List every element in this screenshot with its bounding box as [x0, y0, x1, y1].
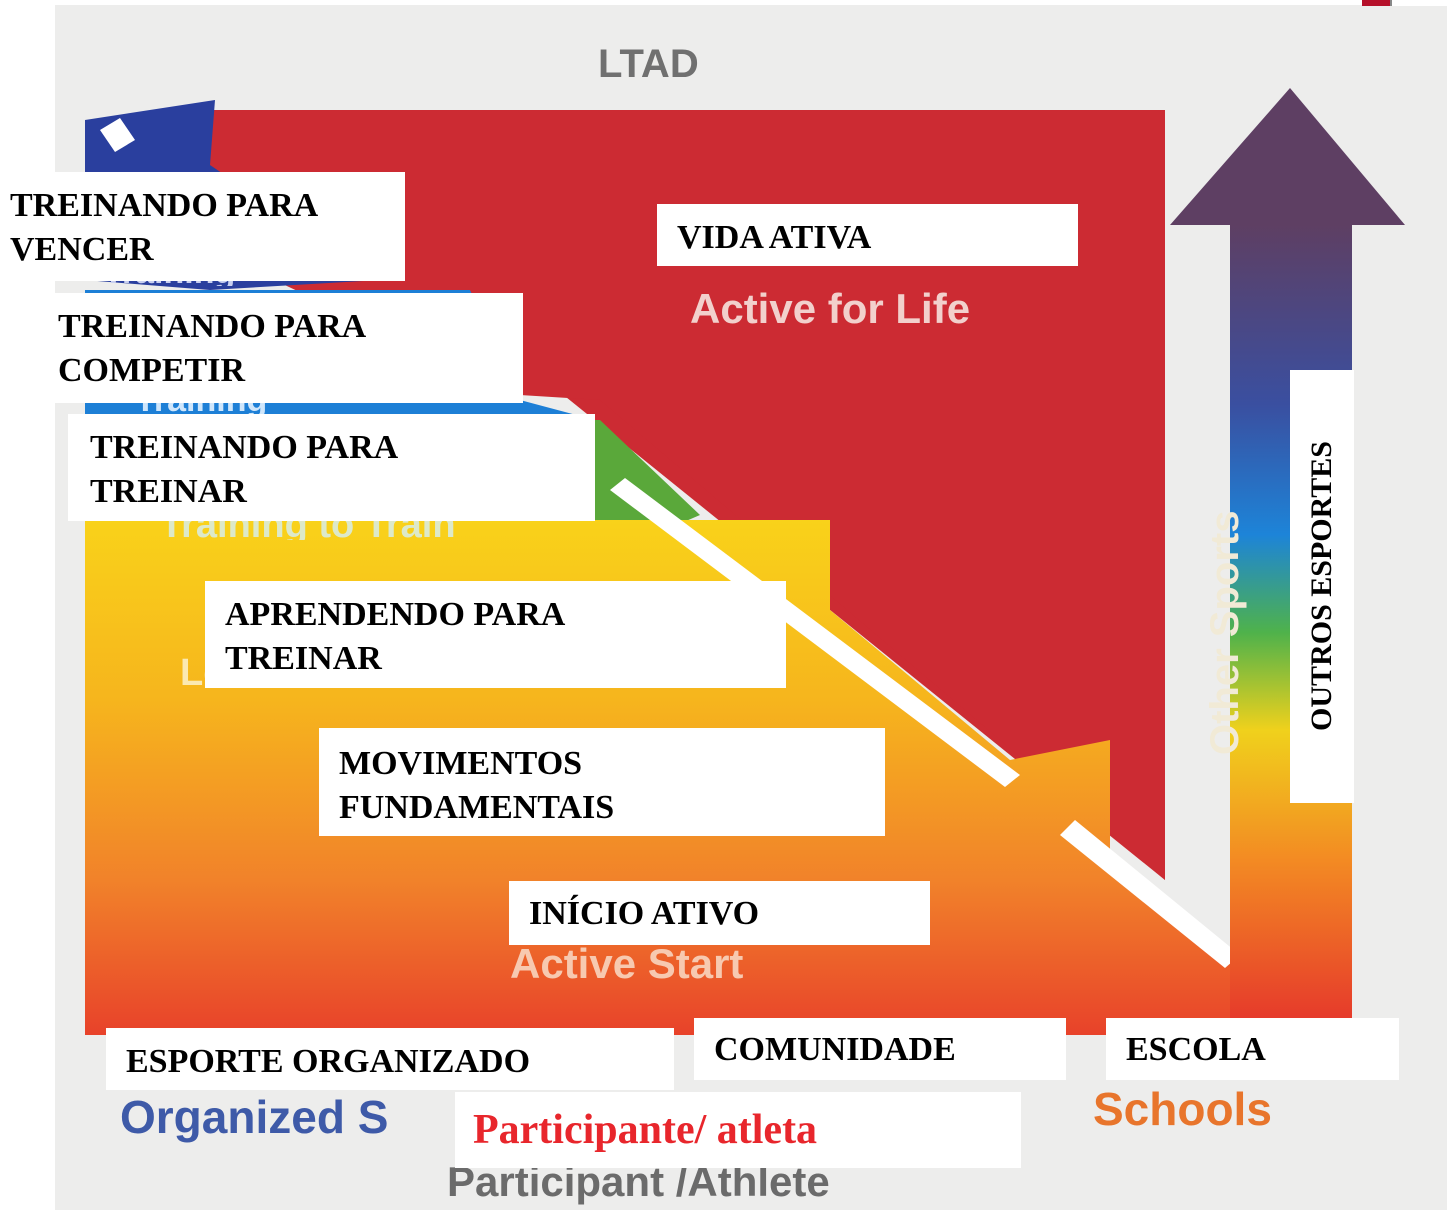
- overlay-comunidade: COMUNIDADE: [694, 1018, 1066, 1080]
- overlay-line: APRENDENDO PARA: [225, 596, 566, 633]
- overlay-outros-esportes: OUTROS ESPORTES: [1290, 370, 1354, 803]
- active-for-life-label: Active for Life: [690, 285, 971, 332]
- overlay-line: MOVIMENTOS: [339, 745, 583, 782]
- overlay-aprendendo-treinar: APRENDENDO PARA TREINAR: [205, 581, 786, 688]
- corner-mark-light: [1390, 0, 1447, 6]
- overlay-line: FUNDAMENTAIS: [339, 789, 615, 826]
- other-sports-label: Other Sports: [1203, 510, 1247, 755]
- overlay-participante: Participante/ atleta: [455, 1092, 1021, 1168]
- overlay-line: ESPORTE ORGANIZADO: [126, 1043, 531, 1080]
- corner-mark: [1362, 0, 1390, 6]
- overlay-line: TREINANDO PARA: [58, 308, 367, 345]
- overlay-line: OUTROS ESPORTES: [1305, 441, 1338, 731]
- other-sports-arrow-head: [1170, 88, 1405, 225]
- divider-bar: [100, 118, 135, 152]
- overlay-treinando-vencer: TREINANDO PARA VENCER: [0, 172, 405, 281]
- overlay-line: TREINAR: [90, 473, 247, 510]
- overlay-line: TREINANDO PARA: [90, 429, 399, 466]
- overlay-line: TREINANDO PARA: [10, 187, 319, 224]
- overlay-line: VENCER: [10, 231, 154, 268]
- divider-bar: [1060, 820, 1240, 968]
- overlay-movimentos-fundamentais: MOVIMENTOS FUNDAMENTAIS: [319, 728, 885, 836]
- overlay-line: COMUNIDADE: [714, 1031, 956, 1068]
- overlay-esporte-organizado: ESPORTE ORGANIZADO: [106, 1028, 674, 1090]
- overlay-treinando-competir: TREINANDO PARA COMPETIR: [48, 293, 523, 403]
- schools-label: Schools: [1093, 1083, 1272, 1135]
- overlay-vida-ativa: VIDA ATIVA: [657, 204, 1078, 266]
- divider-bar: [610, 478, 1020, 787]
- overlay-line: TREINAR: [225, 640, 382, 677]
- overlay-line: Participante/ atleta: [473, 1107, 818, 1153]
- overlay-treinando-treinar: TREINANDO PARA TREINAR: [68, 414, 595, 521]
- overlay-line: INÍCIO ATIVO: [529, 895, 760, 932]
- diagram-title: LTAD: [598, 42, 699, 86]
- overlay-escola: ESCOLA: [1106, 1018, 1399, 1080]
- overlay-inicio-ativo: INÍCIO ATIVO: [509, 881, 930, 945]
- organized-sport-label: Organized S: [120, 1091, 389, 1143]
- overlay-line: COMPETIR: [58, 352, 245, 389]
- overlay-line: VIDA ATIVA: [677, 219, 872, 256]
- active-start-label: Active Start: [510, 940, 744, 987]
- overlay-line: ESCOLA: [1126, 1031, 1266, 1068]
